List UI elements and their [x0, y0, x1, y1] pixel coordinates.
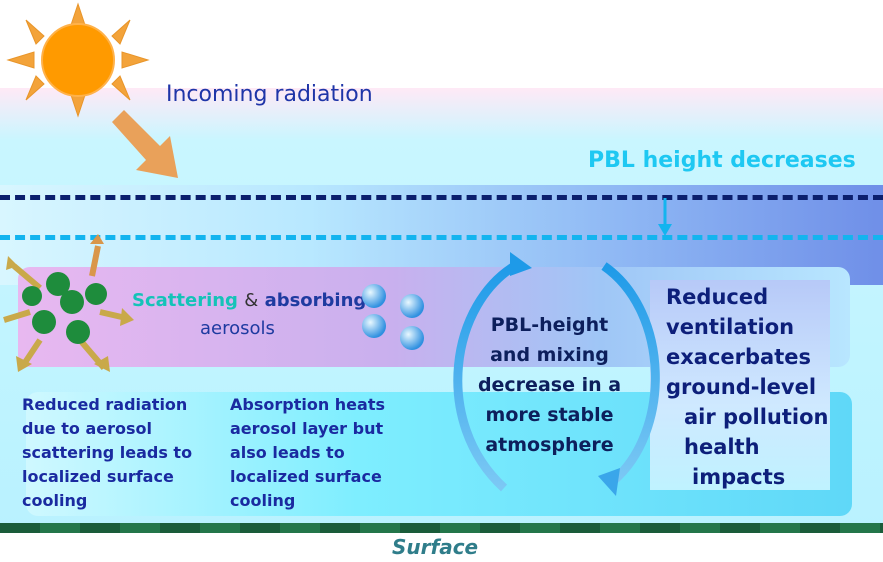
- left-line-5: cooling: [22, 491, 88, 510]
- left-line-3: scattering leads to: [22, 443, 193, 462]
- right-line-5: air pollution: [684, 405, 829, 429]
- scattering-particles-icon: [3, 234, 134, 372]
- mid-line-2: aerosol layer but: [230, 419, 384, 438]
- left-line-2: due to aerosol: [22, 419, 153, 438]
- mid-line-5: cooling: [230, 491, 296, 510]
- cycle-line-3: decrease in a: [477, 374, 622, 396]
- pbl-decrease-arrow: [658, 198, 672, 236]
- surface-label: Surface: [392, 535, 479, 559]
- cycle-line-4: more stable: [485, 404, 614, 426]
- aerosols-label: aerosols: [200, 318, 275, 339]
- pbl-height-decreases-label: PBL height decreases: [588, 148, 856, 173]
- pbl-mixing-decrease-text: PBL-height and mixing decrease in a more…: [472, 310, 627, 460]
- incoming-radiation-arrow: [112, 110, 178, 178]
- absorbing-particles-icon: [362, 284, 424, 350]
- original-pbl-height-line: [0, 195, 883, 200]
- right-line-7: impacts: [692, 465, 786, 489]
- scattering-absorbing-label: Scattering & absorbing: [132, 290, 366, 311]
- mid-line-1: Absorption heats: [230, 395, 385, 414]
- reduced-pbl-height-line: [0, 235, 883, 240]
- mid-line-3: also leads to: [230, 443, 345, 462]
- mid-line-4: localized surface: [230, 467, 382, 486]
- impacts-panel: [650, 280, 830, 490]
- right-line-4: ground-level: [666, 375, 817, 399]
- left-line-1: Reduced radiation: [22, 395, 188, 414]
- absorption-heating-paragraph: Absorption heats aerosol layer but also …: [230, 393, 410, 513]
- scattering-word: Scattering: [132, 290, 238, 311]
- feedback-cycle-arrows: [453, 252, 660, 496]
- right-line-6: health: [684, 435, 760, 459]
- cycle-line-1: PBL-height: [490, 314, 609, 336]
- cycle-line-5: atmosphere: [485, 434, 614, 456]
- ventilation-impacts-text: Reduced ventilation exacerbates ground-l…: [666, 282, 841, 492]
- right-line-2: ventilation: [666, 315, 795, 339]
- ampersand: &: [244, 290, 259, 311]
- right-line-3: exacerbates: [666, 345, 811, 369]
- incoming-radiation-label: Incoming radiation: [166, 82, 373, 107]
- left-line-4: localized surface: [22, 467, 174, 486]
- right-line-1: Reduced: [666, 285, 769, 309]
- cycle-line-2: and mixing: [490, 344, 609, 366]
- radiation-scattering-paragraph: Reduced radiation due to aerosol scatter…: [22, 393, 222, 513]
- sun-icon: [6, 2, 150, 118]
- absorbing-word: absorbing: [264, 290, 367, 311]
- ground-strip: [0, 523, 883, 533]
